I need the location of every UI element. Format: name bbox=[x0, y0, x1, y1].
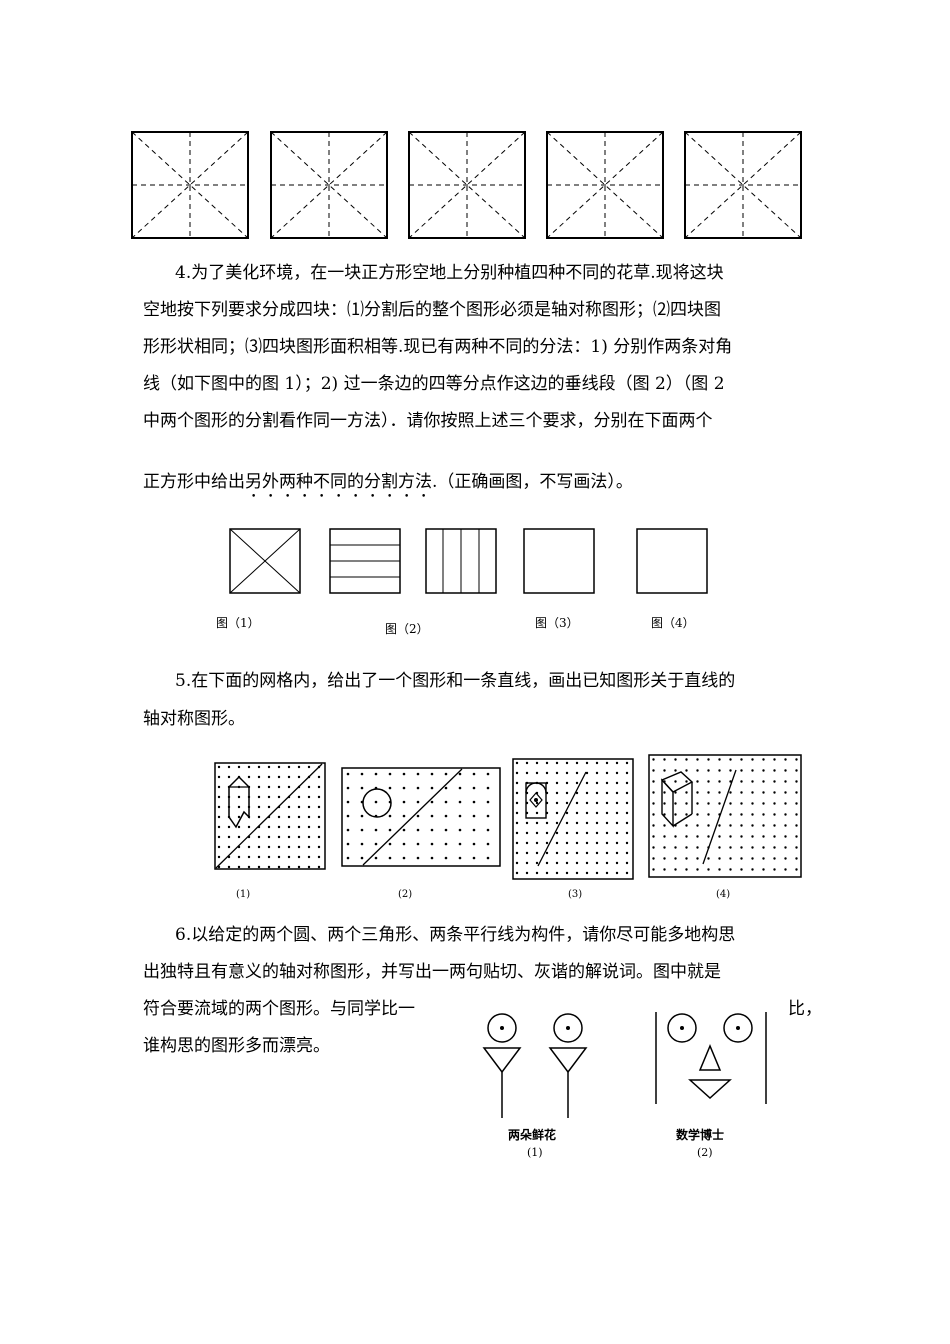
q5-grid-4 bbox=[648, 754, 802, 878]
q6-line-1: 6.以给定的两个圆、两个三角形、两条平行线为构件，请你尽可能多地构思 bbox=[175, 925, 736, 945]
q4-line-5: 中两个图形的分割看作同一方法）．请你按照上述三个要求，分别在下面两个 bbox=[143, 411, 713, 431]
q4-emphasis-text: 另外两种不同的分割方法 bbox=[245, 472, 432, 492]
q4-line-6-prefix: 正方形中给出 bbox=[143, 472, 245, 492]
q5-grid-1 bbox=[214, 762, 326, 870]
q5-caption-1: (1) bbox=[236, 889, 251, 900]
q4-figure-3-blank-square bbox=[523, 528, 595, 594]
q6-caption-2: (2) bbox=[697, 1146, 713, 1159]
mi-grid-4 bbox=[546, 131, 664, 239]
q6-figure-math-doctor bbox=[655, 1012, 767, 1104]
q5-line-2: 轴对称图形。 bbox=[143, 709, 245, 729]
mi-grid-5 bbox=[684, 131, 802, 239]
q6-figure-two-flowers bbox=[482, 1013, 588, 1118]
q4-caption-3: 图（3） bbox=[535, 616, 579, 630]
mi-grid-1 bbox=[131, 131, 249, 239]
q4-line-1: 4.为了美化环境，在一块正方形空地上分别种植四种不同的花草.现将这块 bbox=[175, 263, 724, 283]
q4-figure-1 bbox=[229, 528, 301, 594]
q4-caption-1: 图（1） bbox=[216, 616, 260, 630]
q5-grid-2 bbox=[341, 767, 501, 867]
q4-line-6: 正方形中给出另外两种不同的分割方法.（正确画图，不写画法）。 bbox=[143, 467, 633, 502]
q6-title-2: 数学博士 bbox=[676, 1128, 725, 1142]
q5-line-1: 5.在下面的网格内，给出了一个图形和一条直线，画出已知图形关于直线的 bbox=[175, 671, 736, 691]
q6-line-3-tail: 比， bbox=[788, 999, 822, 1019]
q5-caption-4: (4) bbox=[716, 889, 731, 900]
q6-line-4: 谁构思的图形多而漂亮。 bbox=[143, 1036, 330, 1056]
q6-line-2: 出独特且有意义的轴对称图形，并写出一两句贴切、灰谐的解说词。图中就是 bbox=[143, 962, 721, 982]
mi-grid-3 bbox=[408, 131, 526, 239]
q4-line-2: 空地按下列要求分成四块：⑴分割后的整个图形必须是轴对称图形；⑵四块图 bbox=[143, 300, 721, 320]
q4-figure-2a bbox=[329, 528, 401, 594]
q4-line-6-suffix: .（正确画图，不写画法）。 bbox=[432, 472, 633, 492]
q5-grid-3 bbox=[512, 758, 634, 880]
q4-figure-2b bbox=[425, 528, 497, 594]
q4-caption-4: 图（4） bbox=[651, 616, 695, 630]
q4-line-3: 形形状相同；⑶四块图形面积相等.现已有两种不同的分法：1) 分别作两条对角 bbox=[143, 337, 733, 357]
q4-caption-2: 图（2） bbox=[385, 622, 429, 636]
q6-caption-1: (1) bbox=[527, 1146, 543, 1159]
q6-line-3: 符合要流域的两个图形。与同学比一 bbox=[143, 999, 415, 1019]
q4-figure-4-blank-square bbox=[636, 528, 708, 594]
q5-caption-2: (2) bbox=[398, 889, 413, 900]
q5-caption-3: (3) bbox=[568, 889, 583, 900]
mi-grid-2 bbox=[270, 131, 388, 239]
q6-title-1: 两朵鲜花 bbox=[508, 1128, 557, 1142]
q4-line-4: 线（如下图中的图 1）；2) 过一条边的四等分点作这边的垂线段（图 2）（图 2 bbox=[143, 374, 725, 394]
